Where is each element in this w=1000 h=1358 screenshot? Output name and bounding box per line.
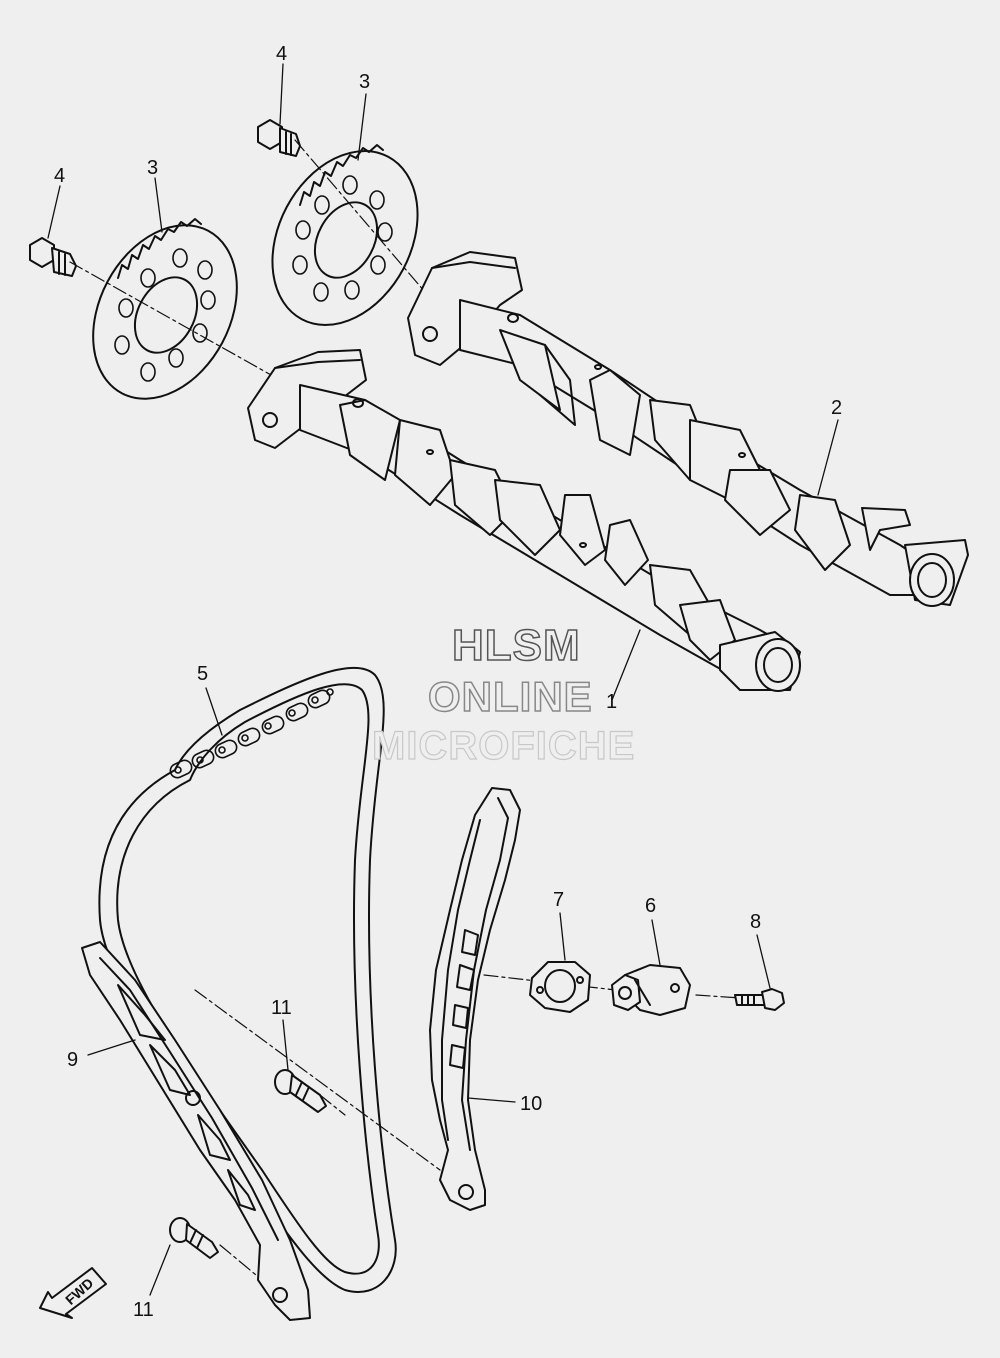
callout-6: 6 <box>645 895 657 917</box>
callout-1: 1 <box>606 691 618 713</box>
callout-11-upper: 11 <box>271 997 292 1019</box>
watermark-line-2: ONLINE <box>427 673 593 720</box>
callout-7: 7 <box>553 889 565 911</box>
watermark-line-3: MICROFICHE <box>371 724 636 768</box>
camshaft-2 <box>407 251 969 607</box>
watermark-line-1: HLSM <box>451 621 581 670</box>
gasket-7 <box>529 961 591 1013</box>
callout-4-lower: 4 <box>54 165 66 187</box>
callout-2: 2 <box>831 397 843 419</box>
callout-8: 8 <box>750 911 762 933</box>
sprocket-3-upper <box>271 144 419 326</box>
chain-guide-9 <box>81 941 311 1321</box>
bolt-11-upper <box>274 1069 327 1113</box>
callout-3-upper: 3 <box>359 71 371 93</box>
callout-5: 5 <box>197 663 209 685</box>
forward-arrow-icon <box>39 1267 107 1319</box>
callout-4-upper: 4 <box>276 43 288 65</box>
chain-guide-10 <box>429 787 521 1211</box>
tensioner-6 <box>611 964 691 1016</box>
bolt-11-lower <box>169 1217 219 1259</box>
callout-11-lower: 11 <box>133 1299 154 1321</box>
bolt-8 <box>734 988 785 1011</box>
leader-lines <box>47 63 839 1296</box>
sprocket-3-lower <box>92 218 238 400</box>
callout-9: 9 <box>67 1049 79 1071</box>
callout-3-lower: 3 <box>147 157 159 179</box>
callout-10: 10 <box>520 1093 543 1115</box>
center-lines <box>69 139 741 1281</box>
camshaft-1 <box>247 349 801 692</box>
bolt-4-lower <box>29 237 77 277</box>
bolt-4-upper <box>257 119 301 157</box>
